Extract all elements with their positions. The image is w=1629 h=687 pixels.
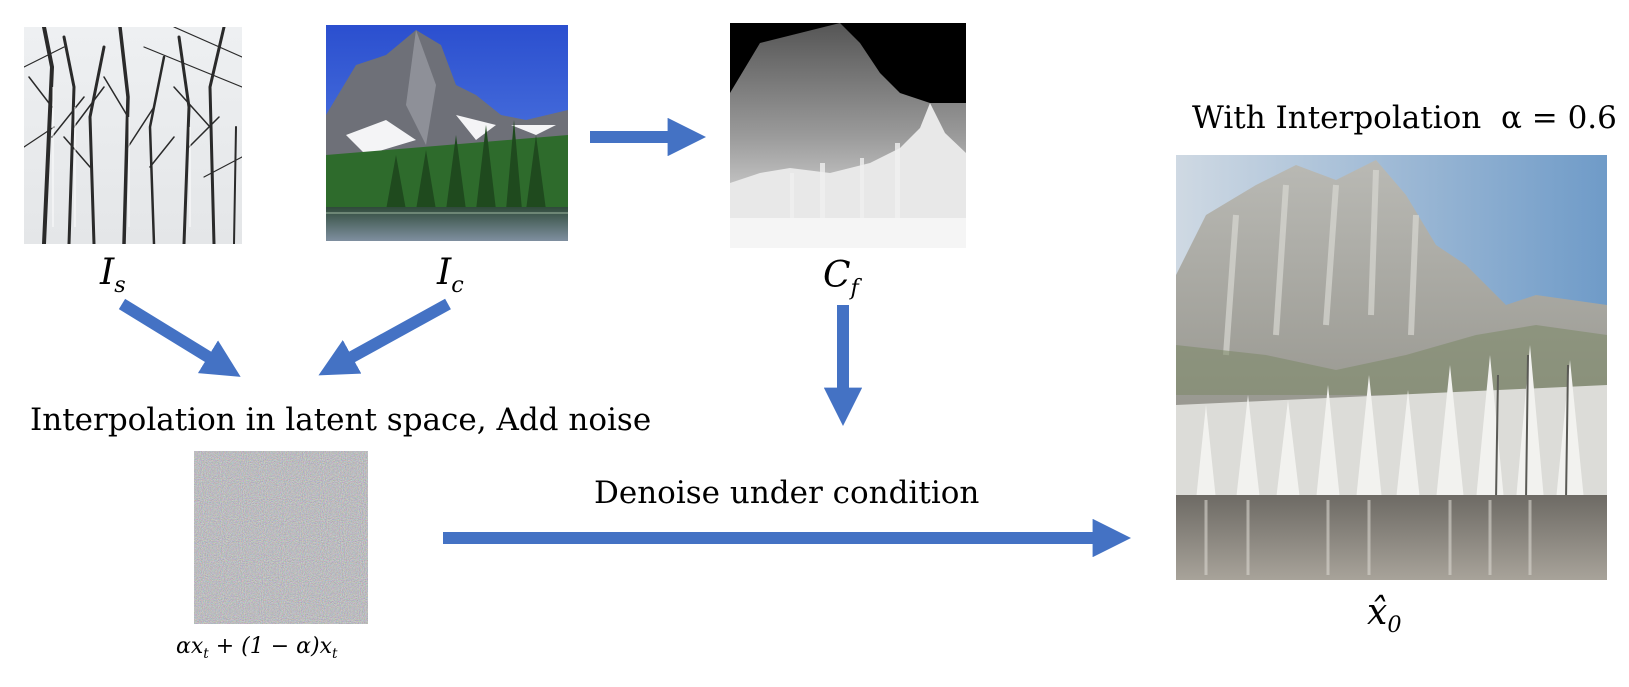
noise-image bbox=[194, 451, 368, 624]
arrow-content-to-interp bbox=[318, 298, 451, 376]
interp-caption: Interpolation in latent space, Add noise bbox=[30, 402, 652, 438]
arrow-style-to-interp bbox=[118, 298, 241, 377]
style-image bbox=[24, 27, 242, 244]
content-image-label: Ic bbox=[437, 252, 464, 298]
depth-map-image bbox=[730, 23, 966, 248]
result-title: With Interpolation α = 0.6 bbox=[1192, 100, 1617, 136]
depth-map-label: Cf bbox=[823, 255, 859, 301]
style-image-label: Is bbox=[100, 252, 126, 298]
alpha-value: α = 0.6 bbox=[1500, 100, 1617, 136]
result-label: x̂0 bbox=[1367, 592, 1402, 638]
content-image bbox=[326, 25, 568, 241]
denoise-caption: Denoise under condition bbox=[594, 475, 980, 511]
noise-formula: αxt + (1 − α)xt bbox=[176, 634, 338, 662]
result-image bbox=[1176, 155, 1607, 580]
